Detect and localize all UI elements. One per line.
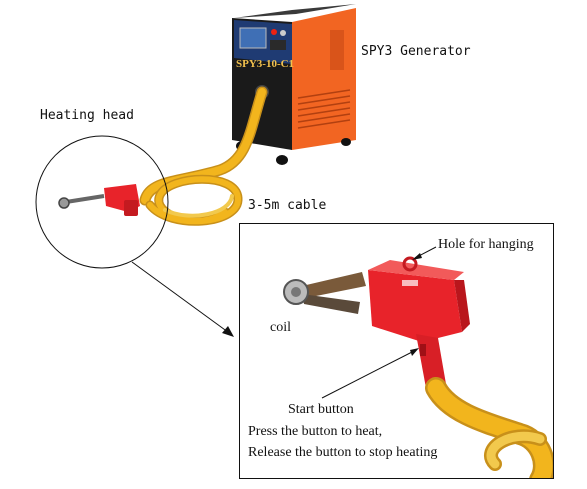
heating-head-highlight-circle bbox=[35, 135, 169, 269]
start-button-shape bbox=[420, 344, 426, 356]
model-plate-text: SPY3-10-C1 bbox=[236, 58, 295, 70]
heating-head-small bbox=[58, 184, 140, 216]
generator-label: SPY3 Generator bbox=[361, 44, 471, 59]
coil-label: coil bbox=[270, 320, 291, 335]
button-arrow bbox=[321, 348, 419, 399]
hole-label: Hole for hanging bbox=[438, 237, 534, 252]
cable-coil bbox=[139, 86, 268, 226]
zoom-arrow bbox=[131, 261, 234, 337]
coil-clamp bbox=[283, 272, 366, 314]
heating-head-detail bbox=[283, 246, 553, 478]
release-instruction: Release the button to stop heating bbox=[248, 445, 438, 460]
hole-arrow bbox=[412, 246, 437, 260]
heating-head-label: Heating head bbox=[40, 108, 134, 123]
start-button-label: Start button bbox=[288, 402, 354, 417]
cable-label: 3-5m cable bbox=[248, 198, 327, 213]
press-instruction: Press the button to heat, bbox=[248, 424, 383, 439]
head-body bbox=[368, 256, 470, 388]
inset-cable bbox=[425, 377, 553, 478]
detail-inset: Hole for hanging coil Start button Press… bbox=[239, 223, 554, 479]
